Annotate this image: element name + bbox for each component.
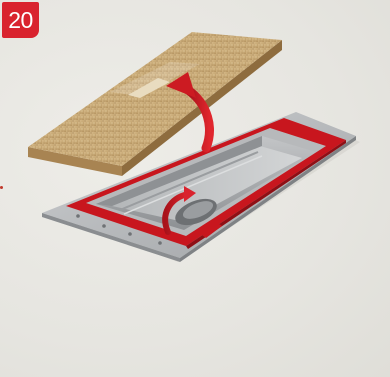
edge-marker [0,186,3,189]
step-number-badge: 20 [2,2,39,38]
